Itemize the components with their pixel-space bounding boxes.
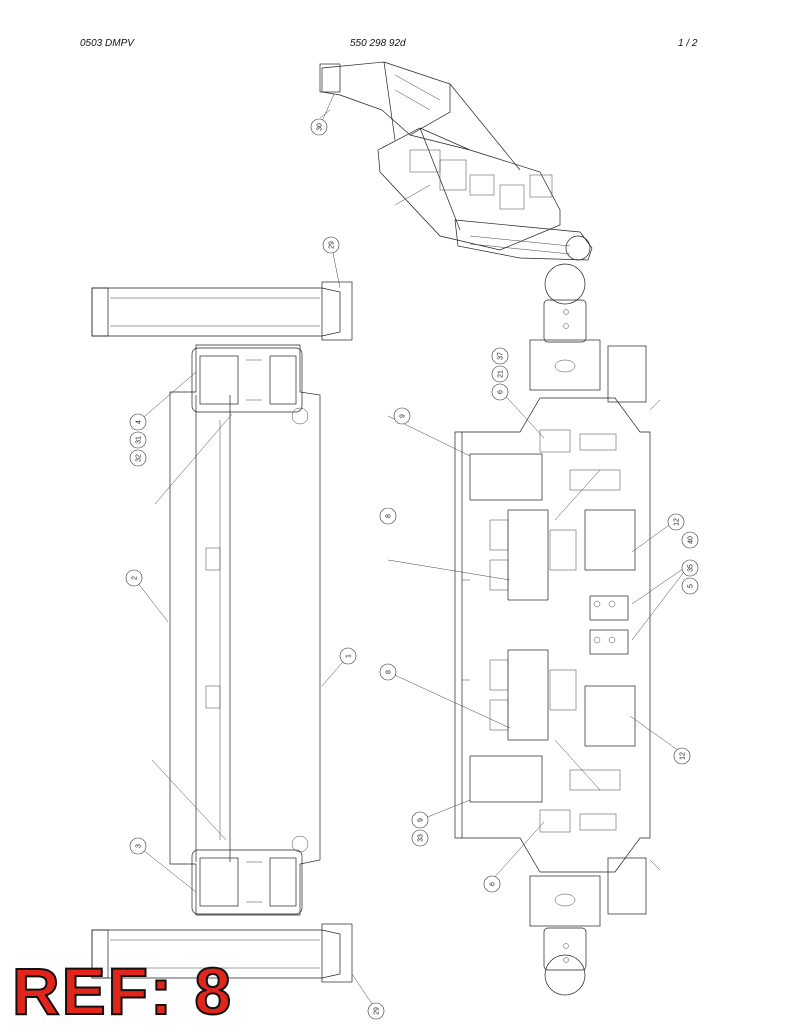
svg-text:5: 5 — [688, 584, 695, 588]
callout-12-top: 12 — [667, 513, 685, 531]
callout-12-bottom: 12 — [673, 747, 691, 765]
callout-balloons: 30 29 29 1 2 4 31 32 3 8 8 9 9 33 6 21 3… — [125, 118, 699, 1020]
svg-text:2: 2 — [132, 576, 139, 580]
svg-text:33: 33 — [418, 834, 425, 842]
callout-32: 32 — [129, 449, 147, 467]
callout-8-bottom: 8 — [379, 663, 397, 681]
svg-text:3: 3 — [136, 844, 143, 848]
svg-text:40: 40 — [688, 536, 695, 544]
svg-text:8: 8 — [386, 670, 393, 674]
header-page-number: 1 / 2 — [678, 38, 698, 49]
svg-text:8: 8 — [386, 514, 393, 518]
callout-1: 1 — [339, 647, 357, 665]
callout-33: 33 — [411, 829, 429, 847]
svg-text:12: 12 — [674, 518, 681, 526]
callout-21: 21 — [491, 365, 509, 383]
svg-text:29: 29 — [329, 241, 336, 249]
svg-text:30: 30 — [317, 123, 324, 131]
svg-text:37: 37 — [498, 352, 505, 360]
svg-text:29: 29 — [374, 1007, 381, 1015]
header-part-number: 550 298 92d — [350, 38, 406, 49]
svg-text:6: 6 — [490, 882, 497, 886]
header-document-code: 0503 DMPV — [80, 38, 134, 49]
callout-9-bottom: 9 — [411, 811, 429, 829]
callout-3: 3 — [129, 837, 147, 855]
svg-text:9: 9 — [418, 818, 425, 822]
callout-8-top: 8 — [379, 507, 397, 525]
svg-text:6: 6 — [498, 390, 505, 394]
svg-text:35: 35 — [688, 564, 695, 572]
svg-text:31: 31 — [136, 436, 143, 444]
callout-6-bottom: 6 — [483, 875, 501, 893]
callout-29-bottom: 29 — [367, 1002, 385, 1020]
callout-40: 40 — [681, 531, 699, 549]
callout-2: 2 — [125, 569, 143, 587]
svg-text:1: 1 — [346, 654, 353, 658]
callout-31: 31 — [129, 431, 147, 449]
callout-4: 4 — [129, 413, 147, 431]
callout-9-top: 9 — [393, 407, 411, 425]
svg-text:32: 32 — [136, 454, 143, 462]
frame-side-view — [91, 281, 353, 983]
reference-stamp: REF: 8 — [11, 954, 234, 1028]
svg-text:9: 9 — [400, 414, 407, 418]
callout-30: 30 — [310, 118, 328, 136]
callout-6-top: 6 — [491, 383, 509, 401]
callout-35: 35 — [681, 559, 699, 577]
svg-text:12: 12 — [680, 752, 687, 760]
leader-lines — [133, 93, 691, 1011]
isometric-view — [319, 61, 593, 261]
callout-29-top: 29 — [322, 236, 340, 254]
callout-37: 37 — [491, 347, 509, 365]
frame-plan-view — [454, 263, 661, 996]
svg-text:21: 21 — [498, 370, 505, 378]
callout-5: 5 — [681, 577, 699, 595]
svg-text:4: 4 — [136, 420, 143, 424]
